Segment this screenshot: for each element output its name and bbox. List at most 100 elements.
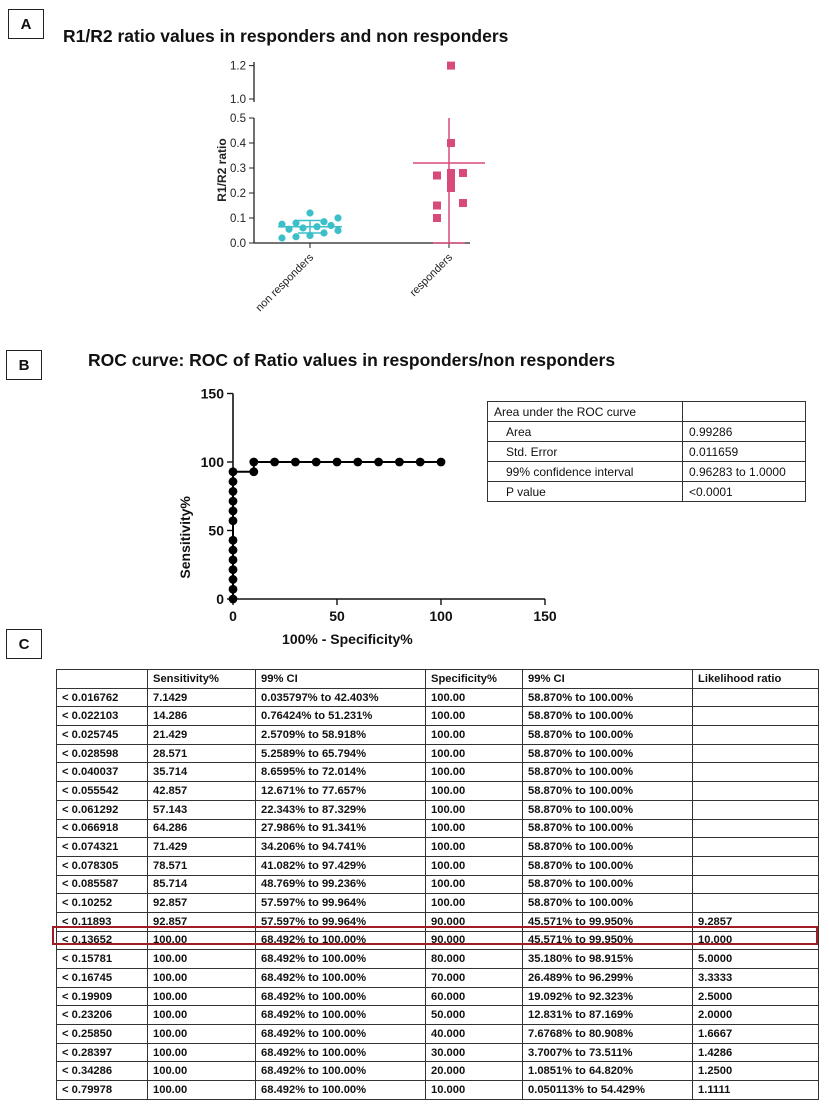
y-tick-label: 0.4: [230, 138, 247, 150]
y-tick-label: 100: [201, 454, 225, 470]
table-cell: 0.76424% to 51.231%: [255, 706, 426, 727]
table-cell: 57.597% to 99.964%: [255, 911, 426, 932]
table-cell: 34.206% to 94.741%: [255, 837, 426, 857]
roc-point: [415, 457, 425, 467]
table-cell: 100.00: [147, 968, 256, 988]
roc-point: [228, 496, 238, 506]
table-cell: 71.429: [147, 837, 256, 857]
table-cell: 100.00: [425, 781, 523, 801]
auc-row: 99% confidence interval 0.96283 to 1.000…: [487, 461, 806, 482]
table-cell: 58.870% to 100.00%: [522, 762, 693, 783]
table-cell: 1.2500: [692, 1061, 819, 1082]
data-point-responders: [433, 214, 441, 222]
data-point-non-responders: [320, 218, 328, 226]
table-cell: 100.00: [425, 743, 523, 764]
table-cell: 19.092% to 92.323%: [522, 986, 693, 1007]
table-cell: < 0.061292: [56, 799, 148, 820]
table-cell: 28.571: [147, 743, 256, 764]
roc-point: [228, 516, 238, 526]
y-tick-label: 150: [201, 386, 225, 402]
table-cell: 100.00: [425, 762, 523, 783]
roc-point: [228, 575, 238, 584]
table-cell: 92.857: [147, 893, 256, 913]
roc-point: [353, 457, 363, 467]
table-cell: < 0.085587: [56, 874, 148, 895]
data-point-responders: [447, 61, 455, 70]
table-cell: < 0.13652: [56, 930, 148, 951]
table-cell: < 0.11893: [56, 911, 148, 932]
table-cell: 22.343% to 87.329%: [255, 799, 426, 820]
table-cell: 12.831% to 87.169%: [522, 1005, 693, 1026]
table-cell: 70.000: [425, 968, 523, 988]
table-cell: 27.986% to 91.341%: [255, 818, 426, 839]
table-cell: 68.492% to 100.00%: [255, 949, 426, 969]
table-cell: 26.489% to 96.299%: [522, 968, 693, 988]
roc-point: [228, 584, 238, 594]
roc-point: [228, 477, 238, 486]
table-cell: [692, 855, 819, 876]
roc-point: [374, 457, 383, 467]
table-cell: < 0.028598: [56, 743, 148, 764]
table-header-cell: [56, 669, 148, 689]
table-cell: 100.00: [147, 1061, 256, 1082]
table-cell: [692, 781, 819, 801]
table-cell: 64.286: [147, 818, 256, 839]
y-tick-label: 1.0: [230, 94, 246, 106]
table-header-cell: 99% CI: [522, 669, 693, 689]
roc-point: [270, 457, 279, 467]
table-cell: 3.3333: [692, 968, 819, 988]
table-cell: < 0.074321: [56, 837, 148, 857]
y-tick-label: 0.1: [230, 213, 246, 225]
table-cell: 100.00: [425, 799, 523, 820]
roc-point: [249, 457, 259, 467]
table-cell: 0.035797% to 42.403%: [255, 687, 426, 708]
table-cell: 7.1429: [147, 687, 256, 708]
table-cell: < 0.025745: [56, 725, 148, 745]
data-point-non-responders: [292, 219, 300, 227]
table-cell: < 0.15781: [56, 949, 148, 969]
data-point-responders: [447, 169, 455, 177]
table-cell: 100.00: [425, 706, 523, 727]
table-cell: 100.00: [147, 949, 256, 969]
roc-point: [228, 594, 238, 604]
table-cell: 1.1111: [692, 1080, 819, 1100]
table-cell: < 0.055542: [56, 781, 148, 801]
table-cell: 35.714: [147, 762, 256, 783]
x-tick-label: 150: [533, 608, 557, 624]
table-cell: [692, 837, 819, 857]
table-cell: 45.571% to 99.950%: [522, 911, 693, 932]
table-cell: 58.870% to 100.00%: [522, 855, 693, 876]
auc-value: <0.0001: [682, 481, 806, 502]
table-cell: 41.082% to 97.429%: [255, 855, 426, 876]
chart-a-title: R1/R2 ratio values in responders and non…: [63, 26, 509, 46]
table-cell: 90.000: [425, 930, 523, 951]
roc-point: [228, 506, 238, 516]
data-point-non-responders: [278, 234, 286, 242]
chart-b-title: ROC curve: ROC of Ratio values in respon…: [88, 350, 616, 370]
data-point-responders: [459, 199, 467, 207]
table-cell: 78.571: [147, 855, 256, 876]
table-cell: 100.00: [147, 930, 256, 951]
table-cell: 68.492% to 100.00%: [255, 930, 426, 951]
auc-value: 0.99286: [682, 421, 806, 442]
table-cell: [692, 874, 819, 895]
table-cell: 57.143: [147, 799, 256, 820]
table-cell: 35.180% to 98.915%: [522, 949, 693, 969]
table-cell: 58.870% to 100.00%: [522, 725, 693, 745]
data-point-responders: [447, 139, 455, 147]
auc-label: 99% confidence interval: [487, 461, 683, 482]
data-point-non-responders: [292, 233, 300, 241]
table-cell: 58.870% to 100.00%: [522, 799, 693, 820]
roc-point: [228, 535, 238, 545]
table-cell: < 0.19909: [56, 986, 148, 1007]
table-cell: < 0.066918: [56, 818, 148, 839]
roc-curve-line: [232, 461, 441, 599]
table-cell: 8.6595% to 72.014%: [255, 762, 426, 783]
data-point-responders: [433, 171, 441, 180]
